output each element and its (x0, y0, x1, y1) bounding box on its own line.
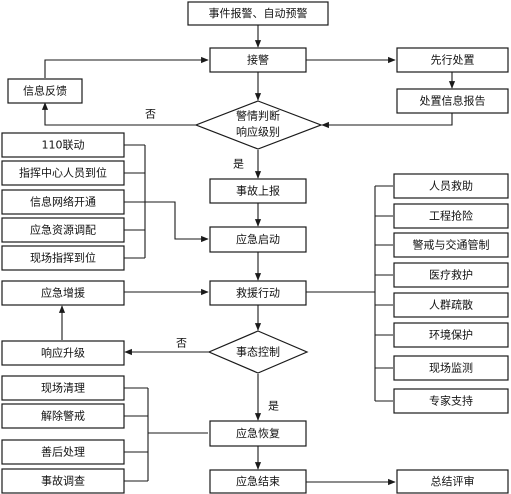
left-start-item: 现场指挥到位 (1, 245, 125, 271)
node-emergency-recovery-label: 应急恢复 (236, 426, 280, 440)
node-first-response-label: 先行处置 (431, 54, 475, 67)
right-rescue-item: 人群疏散 (393, 292, 509, 318)
node-feedback-label: 信息反馈 (23, 84, 67, 98)
node-alarm-label: 事件报警、自动预警 (209, 6, 308, 20)
node-disposal-report: 处置信息报告 (396, 88, 509, 114)
left-recovery-item: 善后处理 (1, 439, 125, 465)
right-rescue-item-label: 医疗救护 (429, 268, 473, 282)
left-recovery-item-label: 解除警戒 (41, 409, 85, 423)
right-rescue-item: 现场监测 (393, 355, 509, 381)
left-start-item: 应急资源调配 (1, 217, 125, 243)
left-start-item-label: 应急资源调配 (30, 223, 96, 237)
left-recovery-item-label: 现场清理 (41, 381, 85, 395)
right-rescue-item: 人员救助 (393, 173, 509, 199)
arrow-judge-no-to-feedback (41, 102, 196, 126)
node-accident-report: 事故上报 (209, 178, 307, 204)
left-recovery-item-label: 事故调查 (41, 474, 85, 488)
left-start-item: 信息网络开通 (1, 189, 125, 215)
node-state-control-decision: 事态控制 (207, 330, 309, 374)
right-rescue-item-label: 工程抢险 (429, 209, 473, 223)
left-start-item-label: 信息网络开通 (30, 195, 96, 209)
arrow-report-to-judge (321, 113, 453, 129)
edge-label-judge-yes: 是 (233, 158, 244, 171)
left-recovery-item: 解除警戒 (1, 403, 125, 429)
left-start-item: 指挥中心人员到位 (1, 160, 125, 186)
arrow-feedback-to-receive (44, 56, 209, 78)
node-summary-review: 总结评审 (396, 469, 509, 494)
node-feedback: 信息反馈 (7, 78, 83, 104)
left-recovery-item-label: 善后处理 (41, 445, 85, 459)
node-response-upgrade-label: 响应升级 (41, 346, 85, 360)
node-receive-label: 接警 (247, 53, 269, 67)
node-accident-report-label: 事故上报 (236, 184, 280, 198)
node-reinforcement-label: 应急增援 (41, 286, 85, 300)
node-judge-decision: 警情判断 响应级别 (194, 100, 323, 150)
right-rescue-item: 医疗救护 (393, 262, 509, 288)
edge-label-control-no: 否 (176, 337, 187, 350)
right-rescue-item-label: 人群疏散 (429, 298, 473, 312)
left-start-item-label: 指挥中心人员到位 (19, 166, 107, 180)
node-first-response: 先行处置 (396, 47, 509, 73)
left-start-item-label: 现场指挥到位 (30, 251, 96, 265)
edge-label-control-yes: 是 (268, 400, 279, 413)
node-rescue-action: 救援行动 (209, 280, 307, 306)
arrow-start-items-to-start (124, 201, 209, 243)
right-rescue-item-label: 人员救助 (429, 179, 473, 193)
right-rescue-item: 环境保护 (393, 322, 509, 348)
right-rescue-item: 工程抢险 (393, 203, 509, 229)
left-start-item-label: 110联动 (42, 139, 85, 152)
right-rescue-item-label: 警戒与交通管制 (413, 238, 490, 252)
left-recovery-item: 现场清理 (1, 375, 125, 401)
node-emergency-end-label: 应急结束 (236, 474, 280, 488)
node-emergency-recovery: 应急恢复 (209, 420, 307, 447)
right-rescue-item: 专家支持 (393, 388, 509, 414)
node-judge-label-1: 警情判断 (236, 109, 280, 123)
left-recovery-item: 事故调查 (1, 468, 125, 494)
node-receive: 接警 (209, 47, 307, 73)
right-rescue-item-label: 现场监测 (429, 361, 473, 375)
connectors (41, 25, 456, 486)
node-reinforcement: 应急增援 (1, 280, 125, 306)
right-rescue-item-label: 环境保护 (429, 328, 473, 342)
node-emergency-start: 应急启动 (209, 226, 307, 253)
node-judge-label-2: 响应级别 (236, 125, 280, 139)
left-start-item: 110联动 (1, 132, 125, 158)
node-state-control-label: 事态控制 (236, 345, 280, 359)
node-summary-review-label: 总结评审 (431, 474, 475, 488)
right-rescue-item: 警戒与交通管制 (393, 232, 509, 258)
node-alarm: 事件报警、自动预警 (187, 1, 329, 26)
node-disposal-report-label: 处置信息报告 (420, 94, 486, 108)
node-emergency-end: 应急结束 (209, 469, 307, 494)
node-emergency-start-label: 应急启动 (236, 232, 280, 246)
node-rescue-action-label: 救援行动 (236, 286, 280, 300)
node-response-upgrade: 响应升级 (1, 340, 125, 366)
right-rescue-item-label: 专家支持 (429, 394, 473, 408)
edge-label-judge-no: 否 (145, 108, 156, 121)
